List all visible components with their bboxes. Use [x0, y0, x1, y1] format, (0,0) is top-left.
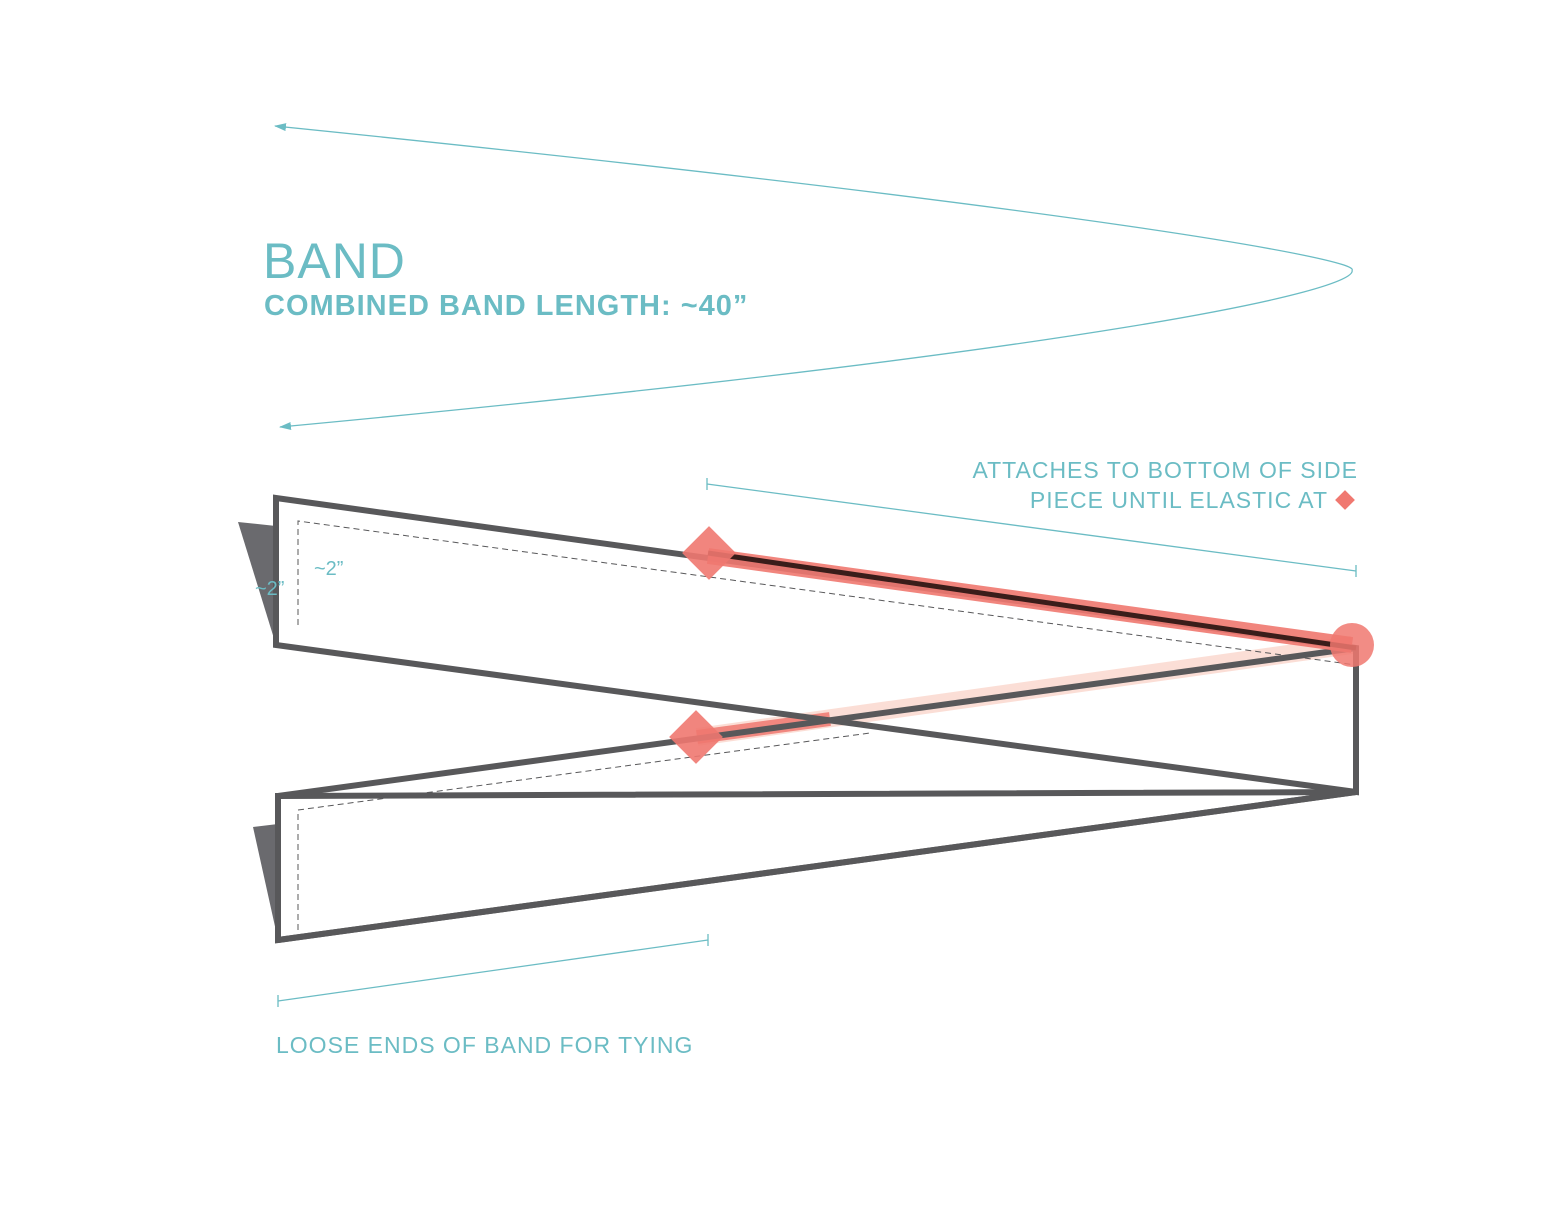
- loose-ends-dimension-line: [277, 939, 709, 1002]
- attach-annotation-line2-text: PIECE UNTIL ELASTIC AT: [1029, 487, 1328, 513]
- attach-annotation-line1: ATTACHES TO BOTTOM OF SIDE: [972, 457, 1358, 483]
- diamond-icon: [669, 710, 723, 764]
- diagram-title: BAND: [263, 233, 406, 289]
- band-length-curve-lower: [279, 269, 1353, 430]
- diamond-icon: [682, 526, 736, 580]
- band-length-curve: [274, 123, 1353, 271]
- band-lower-bottom-edge: [277, 789, 1357, 943]
- band-fold-shadow-top: [238, 522, 276, 645]
- band-upper-strip: [273, 494, 1359, 796]
- band-fold-shadow-bottom: [253, 824, 278, 940]
- seam-allowance-outer-label: ~2”: [255, 578, 285, 600]
- attach-dimension-line: [706, 483, 1357, 572]
- seam-line-lower: [297, 732, 871, 930]
- attach-edge-dark: [707, 550, 1357, 651]
- attach-annotation: ATTACHES TO BOTTOM OF SIDE PIECE UNTIL E…: [972, 455, 1358, 515]
- seam-line-upper: [297, 520, 1357, 666]
- band-lower-top-edge: [277, 645, 1357, 799]
- seam-allowance-inner-label: ~2”: [314, 558, 344, 580]
- attach-annotation-line2: PIECE UNTIL ELASTIC AT: [972, 485, 1358, 515]
- circle-marker-icon: [1330, 623, 1374, 667]
- diagram-subtitle: COMBINED BAND LENGTH: ~40”: [264, 290, 749, 322]
- loose-ends-annotation: LOOSE ENDS OF BAND FOR TYING: [276, 1032, 694, 1058]
- diamond-icon: [1335, 490, 1355, 510]
